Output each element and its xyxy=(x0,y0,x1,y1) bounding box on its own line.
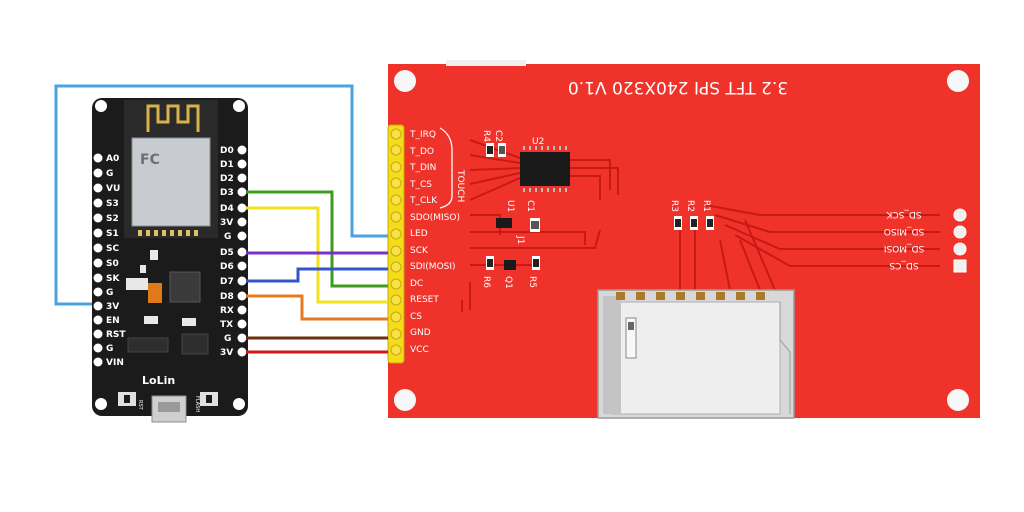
pin-s3: S3 xyxy=(106,199,119,209)
wire-reset-d4 xyxy=(246,206,388,304)
pin-3v-r2: 3V xyxy=(220,348,233,358)
pin-g3: G xyxy=(106,344,113,354)
nodemcu-components: LoLin RST FLASH xyxy=(118,250,218,423)
sd-pins: SD_SCK SD_MISO SD_MOSI SD_CS xyxy=(884,208,967,273)
antenna-trace xyxy=(146,104,200,132)
svg-text:FC: FC xyxy=(140,152,160,168)
c2-label: C2 xyxy=(493,130,503,142)
sd-miso-label: SD_MISO xyxy=(884,226,924,236)
wire-led-3v xyxy=(54,84,388,306)
c1-label: C1 xyxy=(525,200,535,212)
nodemcu-left-labels: A0 G VU S3 S2 S1 SC S0 SK G 3V EN RST G … xyxy=(106,154,126,368)
pin-label-led: LED xyxy=(410,229,428,239)
tft-board: 3.2 TFT SPI 240X320 V1.0 xyxy=(387,60,980,419)
smd-parts: R4 C2 C1 U1 J1 R6 Q1 R5 R3 R2 R1 xyxy=(481,130,714,289)
brand-label: LoLin xyxy=(142,374,175,387)
pin-d1: D1 xyxy=(220,160,234,170)
sd-mosi-label: SD_MOSI xyxy=(884,243,924,253)
mounting-hole xyxy=(394,70,416,92)
pin-rst: RST xyxy=(106,330,126,340)
sd-sck-label: SD_SCK xyxy=(885,209,921,219)
pin-d0: D0 xyxy=(220,146,234,156)
nodemcu-right-labels: D0 D1 D2 D3 D4 3V G D5 D6 D7 D8 RX TX G … xyxy=(220,146,234,358)
pin-a0: A0 xyxy=(106,154,119,164)
pin-label-cs: CS xyxy=(410,312,422,322)
esp-shield xyxy=(131,137,211,227)
pin-label-t-cs: T_CS xyxy=(409,180,432,190)
pin-label-t-irq: T_IRQ xyxy=(409,130,436,140)
pin-header xyxy=(387,124,405,364)
pin-tx: TX xyxy=(220,320,233,330)
mounting-hole xyxy=(394,389,416,411)
pin-vin: VIN xyxy=(106,358,124,368)
pin-g1: G xyxy=(106,169,113,179)
r3-label: R3 xyxy=(669,200,679,212)
pin-label-t-din: T_DIN xyxy=(409,163,436,173)
wires xyxy=(54,84,388,354)
sd-card-slot xyxy=(597,289,795,419)
pin-g-r1: G xyxy=(224,232,231,242)
mounting-hole xyxy=(947,70,969,92)
pin-g-r2: G xyxy=(224,334,231,344)
rst-button-label: RST xyxy=(137,400,143,411)
wire-mosi-d7 xyxy=(246,267,388,283)
pin-vu: VU xyxy=(106,184,120,194)
wire-cs-d8 xyxy=(246,294,388,321)
pin-label-t-do: T_DO xyxy=(409,147,434,157)
pin-g2: G xyxy=(106,288,113,298)
nodemcu-board: FC A0 G VU S3 S2 S1 SC xyxy=(92,98,248,423)
r2-label: R2 xyxy=(685,200,695,212)
flash-button-label: FLASH xyxy=(194,396,200,412)
pin-sc: SC xyxy=(106,244,119,254)
header-pins xyxy=(390,128,402,356)
pin-s2: S2 xyxy=(106,214,119,224)
pin-d5: D5 xyxy=(220,248,234,258)
pin-label-t-clk: T_CLK xyxy=(409,196,438,206)
pcb-traces xyxy=(461,139,940,312)
r6-label: R6 xyxy=(481,276,491,288)
touch-label: TOUCH xyxy=(455,169,465,202)
u1-label: U1 xyxy=(505,200,515,212)
pin-d2: D2 xyxy=(220,174,234,184)
mounting-hole xyxy=(947,389,969,411)
pin-d4: D4 xyxy=(220,204,234,214)
r4-label: R4 xyxy=(481,130,491,142)
pin-label-sdi: SDI(MOSI) xyxy=(410,262,456,272)
pin-label-gnd: GND xyxy=(410,328,431,338)
pin-d6: D6 xyxy=(220,262,234,272)
pin-s1: S1 xyxy=(106,229,119,239)
u2-chip: U2 xyxy=(520,137,570,192)
pin-d7: D7 xyxy=(220,277,234,287)
q1-label: Q1 xyxy=(503,276,513,289)
cap-orange xyxy=(148,283,162,303)
pin-label-vcc: VCC xyxy=(410,345,429,355)
tft-title: 3.2 TFT SPI 240X320 V1.0 xyxy=(568,77,788,97)
header-labels: T_IRQ T_DO T_DIN T_CS T_CLK SDO(MISO) LE… xyxy=(409,130,460,355)
pin-label-reset: RESET xyxy=(410,295,439,305)
pin-s0: S0 xyxy=(106,259,119,269)
pin-sk: SK xyxy=(106,274,120,284)
pin-d8: D8 xyxy=(220,292,234,302)
r5-label: R5 xyxy=(527,276,537,288)
u2-label: U2 xyxy=(532,137,544,147)
wire-dc-d3 xyxy=(246,190,388,288)
pin-label-sdo: SDO(MISO) xyxy=(410,213,460,223)
pin-label-sck: SCK xyxy=(410,246,429,256)
pin-3v-left: 3V xyxy=(106,302,119,312)
pin-label-dc: DC xyxy=(410,279,423,289)
r1-label: R1 xyxy=(701,200,711,212)
pin-3v-r1: 3V xyxy=(220,218,233,228)
pin-d3: D3 xyxy=(220,188,234,198)
esp-module: FC xyxy=(124,100,218,238)
j1-label: J1 xyxy=(515,235,525,244)
pin-rx: RX xyxy=(220,306,234,316)
pin-en: EN xyxy=(106,316,120,326)
sd-cs-label: SD_CS xyxy=(889,260,918,270)
